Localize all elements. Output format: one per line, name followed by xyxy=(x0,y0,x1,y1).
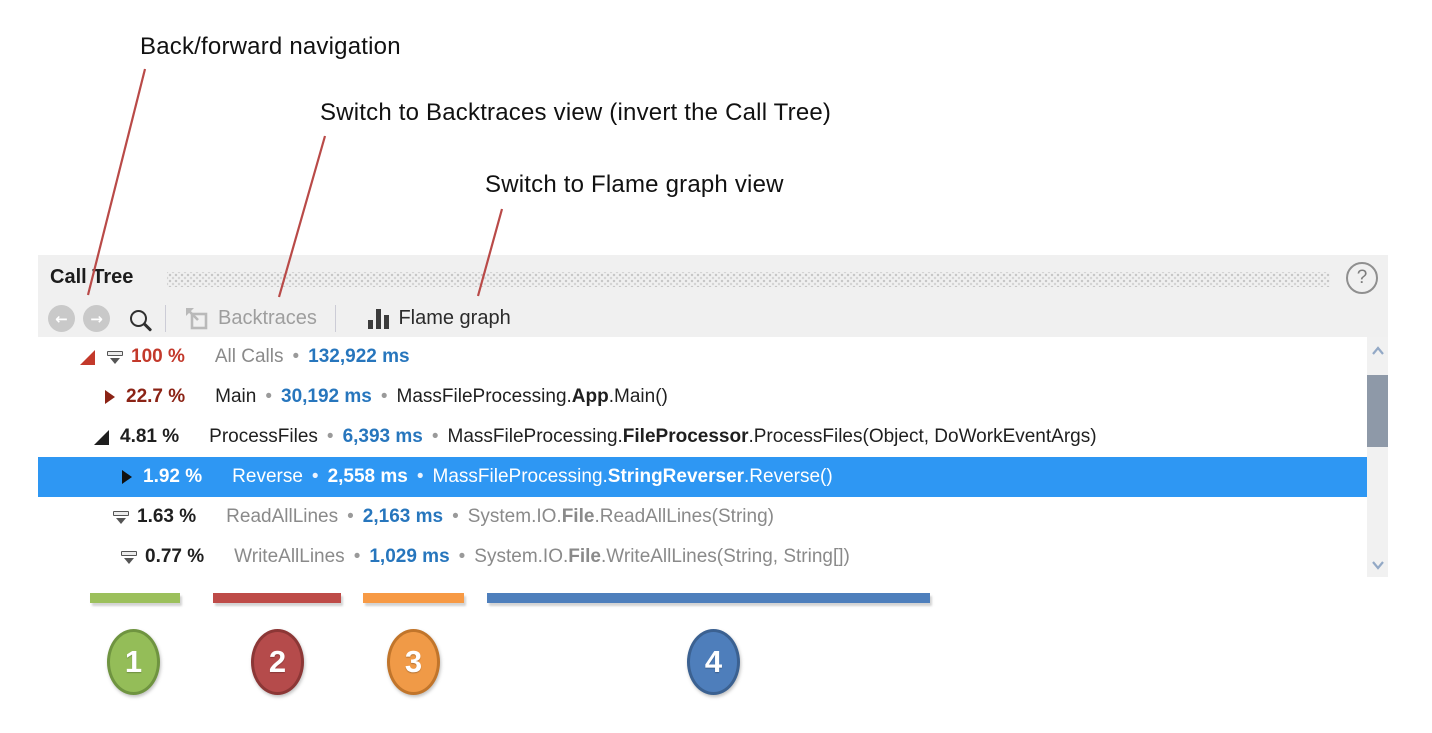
tree-row-main[interactable]: 22.7 % Main • 30,192 ms • MassFileProces… xyxy=(38,377,1367,417)
header-dotted-texture xyxy=(167,272,1330,287)
backtraces-label: Backtraces xyxy=(218,307,317,329)
percent-value: 4.81 % xyxy=(120,426,180,447)
flame-graph-button[interactable]: Flame graph xyxy=(354,307,511,330)
annotation-backtraces: Switch to Backtraces view (invert the Ca… xyxy=(320,99,832,126)
time-value: 30,192 ms xyxy=(281,386,372,407)
legend-underline-time xyxy=(363,593,464,603)
signature: System.IO.File.ReadAllLines(String) xyxy=(467,506,774,527)
tree-row-writealllines[interactable]: 0.77 % WriteAllLines • 1,029 ms • System… xyxy=(38,537,1367,577)
annotation-back-forward: Back/forward navigation xyxy=(140,33,401,60)
bullet-separator: • xyxy=(458,546,466,567)
filter-icon xyxy=(112,510,130,524)
call-name: All Calls xyxy=(214,346,284,367)
time-value: 132,922 ms xyxy=(308,346,410,367)
scrollbar-thumb[interactable] xyxy=(1367,375,1388,447)
percent-value: 1.92 % xyxy=(143,466,203,487)
toolbar: ← → Backtraces Flame graph xyxy=(38,300,1388,337)
flame-graph-label: Flame graph xyxy=(398,307,511,329)
tree-row-processfiles[interactable]: 4.81 % ProcessFiles • 6,393 ms • MassFil… xyxy=(38,417,1367,457)
scroll-down-icon[interactable] xyxy=(1367,557,1388,573)
tree-row-reverse-selected[interactable]: 1.92 % Reverse • 2,558 ms • MassFileProc… xyxy=(38,457,1367,497)
time-value: 1,029 ms xyxy=(369,546,450,567)
bullet-separator: • xyxy=(380,386,388,407)
panel-title: Call Tree xyxy=(50,266,134,288)
call-name: Main xyxy=(215,386,257,407)
call-tree: 100 % All Calls • 132,922 ms 22.7 % Main… xyxy=(38,337,1388,577)
bullet-separator: • xyxy=(292,346,300,367)
forward-button[interactable]: → xyxy=(83,305,110,332)
expand-icon[interactable] xyxy=(105,390,115,404)
legend-badge-3: 3 xyxy=(387,629,440,695)
bullet-separator: • xyxy=(353,546,361,567)
backtraces-icon xyxy=(186,308,208,330)
expand-icon[interactable] xyxy=(94,429,109,445)
backtraces-button[interactable]: Backtraces xyxy=(184,306,317,331)
signature: MassFileProcessing.App.Main() xyxy=(396,386,668,407)
call-name: ReadAllLines xyxy=(226,506,339,527)
bullet-separator: • xyxy=(265,386,272,407)
percent-value: 22.7 % xyxy=(126,386,186,407)
toolbar-separator xyxy=(165,305,166,332)
tree-row-readalllines[interactable]: 1.63 % ReadAllLines • 2,163 ms • System.… xyxy=(38,497,1367,537)
bullet-separator: • xyxy=(431,426,439,447)
signature: System.IO.File.WriteAllLines(String, Str… xyxy=(474,546,850,567)
time-value: 2,558 ms xyxy=(327,466,408,487)
call-tree-panel: Call Tree ? ← → Backtraces Flame graph xyxy=(38,255,1388,577)
signature: MassFileProcessing.FileProcessor.Process… xyxy=(447,426,1097,447)
expand-icon[interactable] xyxy=(80,349,95,365)
flame-graph-icon xyxy=(367,308,390,329)
scroll-up-icon[interactable] xyxy=(1367,343,1388,359)
help-icon[interactable]: ? xyxy=(1346,261,1378,294)
percent-value: 0.77 % xyxy=(145,546,205,567)
legend-underline-percent xyxy=(90,593,180,603)
bullet-separator: • xyxy=(326,426,334,447)
percent-value: 1.63 % xyxy=(137,506,197,527)
filter-icon xyxy=(120,550,138,564)
call-name: Reverse xyxy=(232,466,303,487)
back-button[interactable]: ← xyxy=(48,305,75,332)
time-value: 2,163 ms xyxy=(362,506,444,527)
call-name: ProcessFiles xyxy=(209,426,318,447)
panel-header: Call Tree ? xyxy=(38,255,1388,300)
legend-badge-4: 4 xyxy=(687,629,740,695)
time-value: 6,393 ms xyxy=(342,426,423,447)
legend-badge-1: 1 xyxy=(107,629,160,695)
annotation-flame-graph: Switch to Flame graph view xyxy=(485,171,784,198)
legend-underline-signature xyxy=(487,593,930,603)
bullet-separator: • xyxy=(452,506,459,527)
toolbar-separator xyxy=(334,305,336,332)
filter-icon xyxy=(106,350,124,364)
legend-underline-name xyxy=(213,593,341,603)
bullet-separator: • xyxy=(416,466,424,487)
vertical-scrollbar[interactable] xyxy=(1367,337,1388,577)
percent-value: 100 % xyxy=(131,346,185,367)
bullet-separator: • xyxy=(347,506,354,527)
bullet-separator: • xyxy=(311,466,319,487)
call-name: WriteAllLines xyxy=(234,546,345,567)
legend-badge-2: 2 xyxy=(251,629,304,695)
tree-row-all-calls[interactable]: 100 % All Calls • 132,922 ms xyxy=(38,337,1367,377)
signature: MassFileProcessing.StringReverser.Revers… xyxy=(432,466,833,487)
expand-icon[interactable] xyxy=(122,470,132,484)
search-icon[interactable] xyxy=(130,310,147,327)
